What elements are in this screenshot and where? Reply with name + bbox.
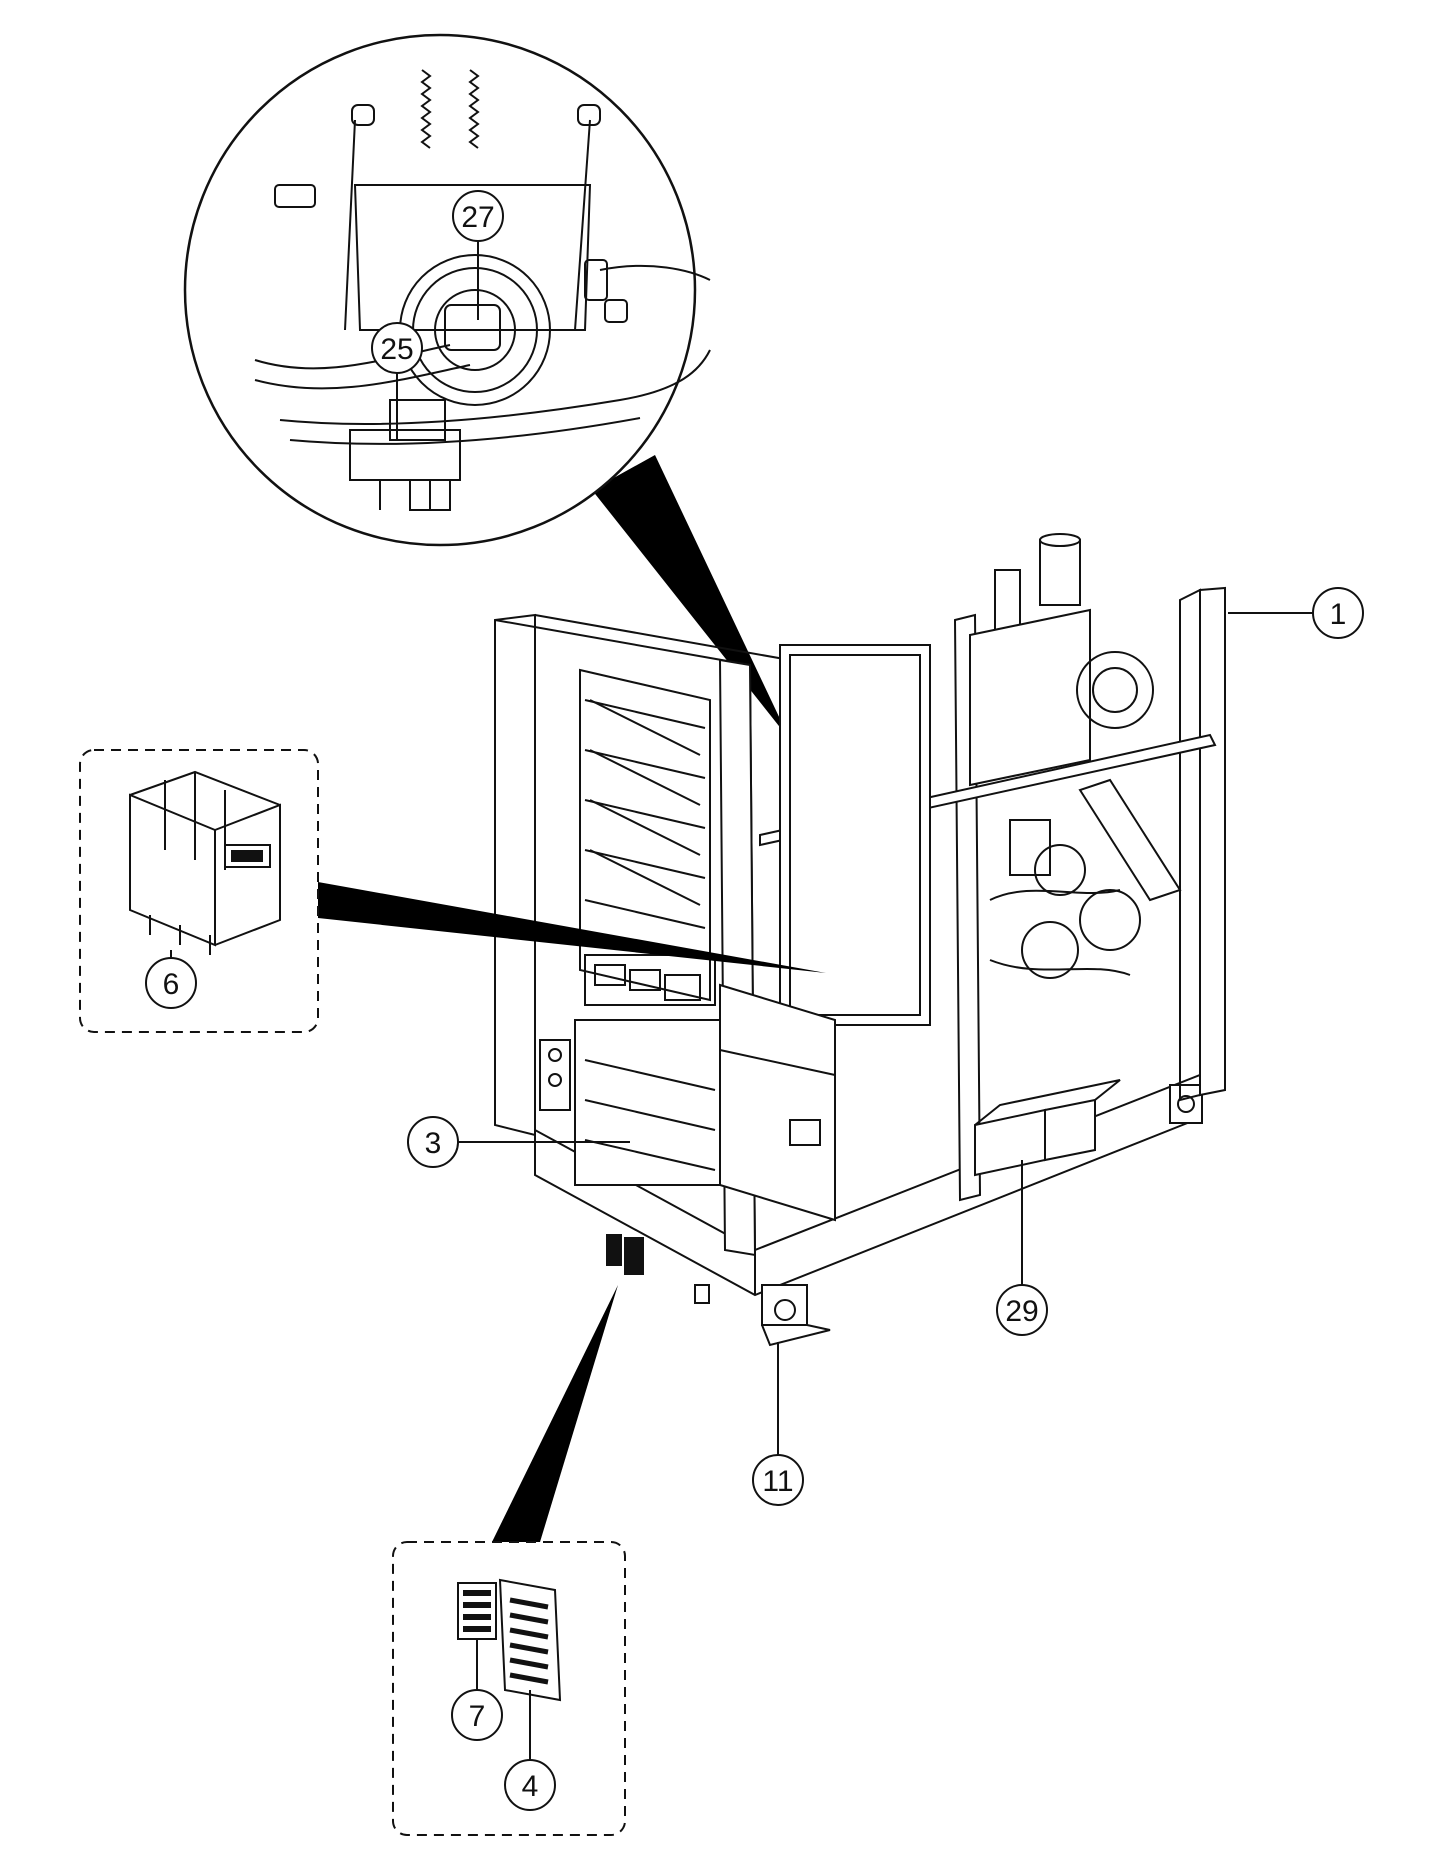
callout-29-circle bbox=[996, 1284, 1048, 1336]
pointer-wedge-top bbox=[592, 455, 790, 740]
callout-27-circle bbox=[452, 190, 504, 242]
callout-25-circle bbox=[371, 322, 423, 374]
lifting-lug bbox=[761, 1284, 831, 1347]
detail-view-valve-assembly bbox=[183, 33, 790, 740]
callout-27: 27 bbox=[452, 190, 504, 242]
callout-11-circle bbox=[752, 1454, 804, 1506]
callout-1: 1 bbox=[1312, 587, 1364, 639]
decal-small bbox=[457, 1582, 497, 1640]
callout-25-label: 25 bbox=[380, 333, 413, 366]
callout-3: 3 bbox=[407, 1116, 459, 1168]
pointer-wedge-left bbox=[318, 882, 826, 973]
callout-29-label: 29 bbox=[1005, 1295, 1038, 1328]
batteries bbox=[974, 1079, 1121, 1177]
callout-7-circle bbox=[451, 1689, 503, 1741]
callout-6-label: 6 bbox=[163, 968, 180, 1001]
leader-lines bbox=[170, 241, 1313, 1760]
callout-6-circle bbox=[145, 957, 197, 1009]
callout-25: 25 bbox=[371, 322, 423, 374]
decal-large bbox=[498, 1578, 562, 1702]
callout-29: 29 bbox=[996, 1284, 1048, 1336]
pointer-wedge-bottom bbox=[492, 1285, 618, 1542]
inset-contactor bbox=[79, 749, 319, 1033]
control-panel bbox=[539, 954, 721, 1186]
callout-3-label: 3 bbox=[425, 1127, 442, 1160]
callout-6: 6 bbox=[145, 957, 197, 1009]
callout-7-label: 7 bbox=[469, 1700, 486, 1733]
callout-11-label: 11 bbox=[762, 1465, 793, 1498]
callout-4: 4 bbox=[504, 1759, 556, 1811]
inset-labels bbox=[392, 1541, 626, 1836]
callout-3-circle bbox=[407, 1116, 459, 1168]
callout-11: 11 bbox=[752, 1454, 804, 1506]
contactor-drawing bbox=[129, 770, 281, 955]
breaker-enclosure bbox=[719, 983, 836, 1222]
valve-assembly-drawing bbox=[254, 69, 711, 511]
louver-panel bbox=[579, 668, 711, 1002]
callout-27-label: 27 bbox=[461, 201, 494, 234]
callout-1-label: 1 bbox=[1330, 598, 1347, 631]
callout-1-circle bbox=[1312, 587, 1364, 639]
callout-4-label: 4 bbox=[522, 1770, 539, 1803]
callout-4-circle bbox=[504, 1759, 556, 1811]
callout-7: 7 bbox=[451, 1689, 503, 1741]
detail-circle-border bbox=[183, 33, 697, 547]
engine-block bbox=[989, 651, 1182, 979]
generator-unit-drawing bbox=[494, 533, 1226, 1347]
